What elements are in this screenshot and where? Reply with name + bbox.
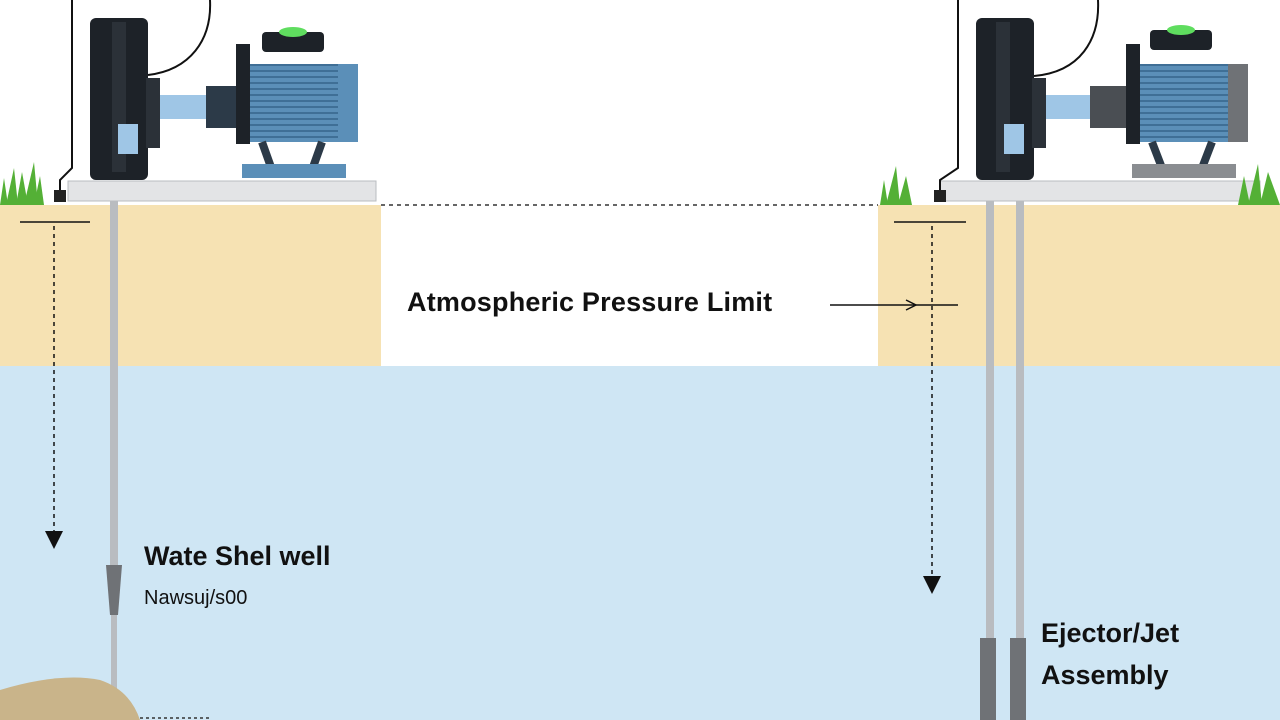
ejector-label-line1: Ejector/Jet xyxy=(1041,618,1180,648)
motor-icon xyxy=(236,27,358,178)
shallow-well-subtitle: Nawsuj/s00 xyxy=(144,587,248,609)
drive-pipe xyxy=(986,201,994,641)
pump-shaft xyxy=(1046,95,1090,119)
power-cable xyxy=(939,0,1100,198)
soil-left xyxy=(0,205,381,366)
foot-valve xyxy=(106,565,122,615)
ejector-label: Ejector/Jet Assembly xyxy=(1041,612,1179,696)
left-pump-station xyxy=(0,0,377,720)
left-platform xyxy=(67,180,377,202)
motor-icon xyxy=(1126,25,1248,178)
grass-icon xyxy=(0,162,44,205)
pump-icon xyxy=(976,18,1046,180)
pump-icon xyxy=(90,18,160,180)
ejector-icon xyxy=(980,638,1026,720)
right-platform xyxy=(939,180,1261,202)
shallow-well-title: Wate Shel well xyxy=(144,541,331,571)
sediment-mound xyxy=(0,677,140,720)
grass-icon xyxy=(880,164,1280,205)
soil-right xyxy=(878,205,1280,366)
atmospheric-limit-label: Atmospheric Pressure Limit xyxy=(407,287,773,317)
right-pump-station xyxy=(830,0,1280,720)
pump-shaft xyxy=(160,95,206,119)
suction-pipe xyxy=(110,201,118,571)
water-table xyxy=(0,366,1280,720)
suction-pipe xyxy=(1016,201,1024,641)
ejector-label-line2: Assembly xyxy=(1041,660,1169,690)
